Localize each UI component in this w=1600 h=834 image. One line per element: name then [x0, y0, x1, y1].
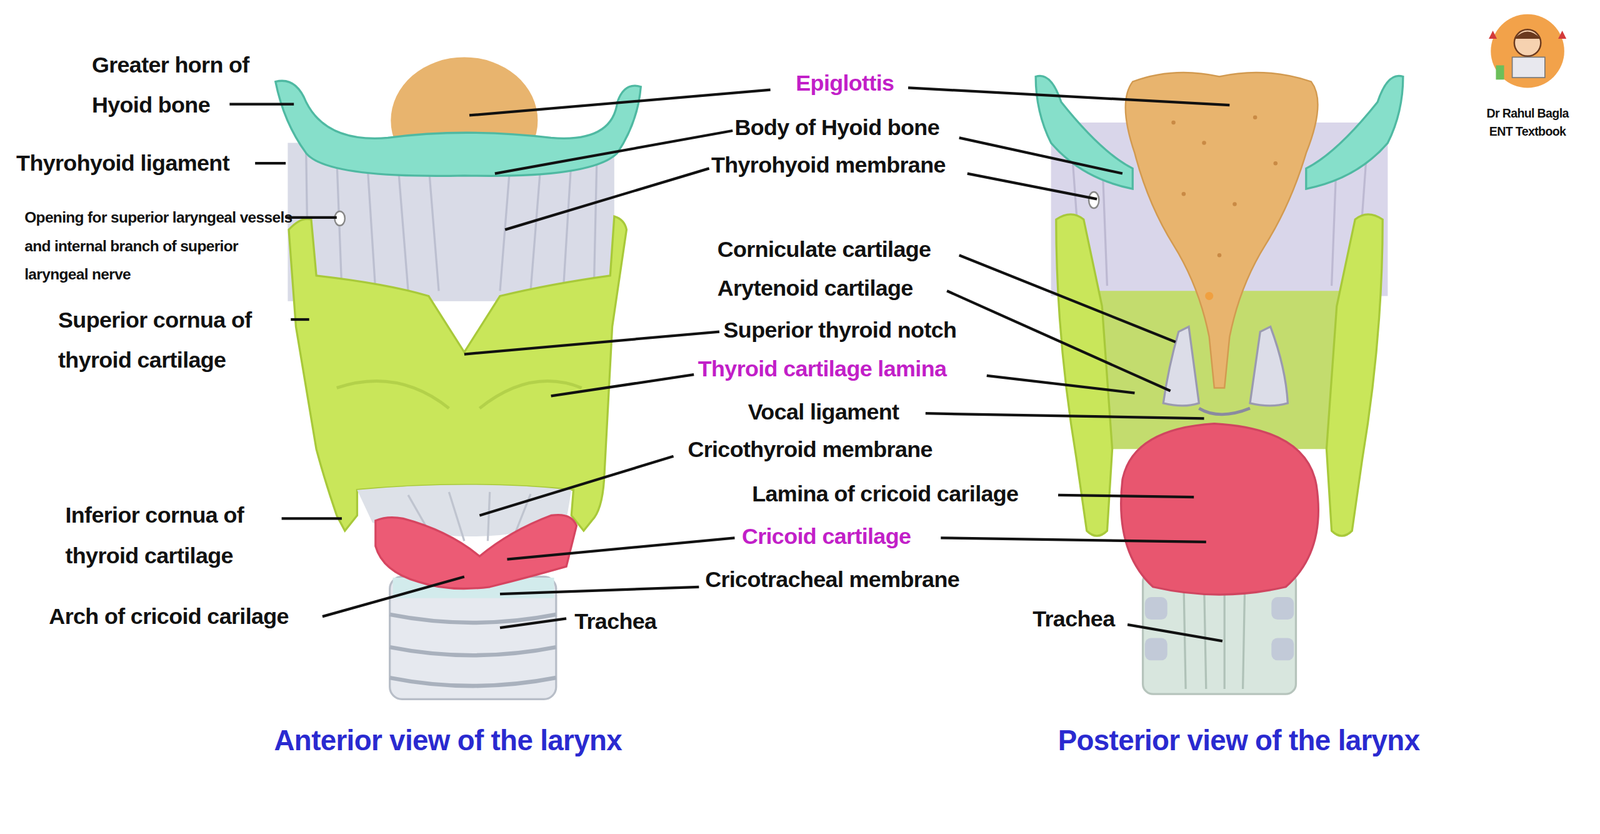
anterior-cricoid-arch	[375, 515, 577, 589]
posterior-epiglottis	[1253, 115, 1258, 120]
posterior-thyroid-cartilage	[1326, 214, 1383, 536]
part-label: Thyrohyoid membrane	[711, 151, 946, 179]
part-label: Thyroid cartilage lamina	[698, 356, 947, 383]
part-label: Superior cornua of thyroid cartilage	[58, 300, 314, 380]
posterior-trachea	[1145, 596, 1168, 620]
part-label: Lamina of cricoid carilage	[751, 480, 1019, 507]
part-label: Cricotracheal membrane	[705, 566, 960, 593]
part-label: Cricoid cartilage	[741, 523, 911, 550]
posterior-epiglottis	[1201, 140, 1207, 145]
anterior-hyoid-bone	[275, 80, 641, 226]
posterior-epiglottis	[1232, 201, 1237, 207]
posterior-thyroid-cartilage	[1056, 214, 1113, 536]
leader-lines	[290, 318, 309, 321]
leader-lines	[959, 137, 1123, 174]
leader-lines	[925, 413, 1205, 419]
leader-lines	[469, 90, 771, 116]
posterior-cricoid-lamina	[1121, 423, 1319, 595]
author-logo	[1514, 31, 1541, 39]
posterior-epiglottis	[1273, 161, 1279, 166]
posterior-trachea	[1145, 637, 1168, 660]
part-label: Trachea	[1032, 606, 1115, 633]
anterior-trachea	[390, 677, 557, 686]
leader-lines	[1127, 624, 1223, 641]
anterior-thyroid-cartilage	[288, 216, 627, 531]
part-label: Trachea	[574, 608, 657, 635]
anterior-trachea	[390, 576, 557, 699]
part-label: Vocal ligament	[748, 398, 900, 425]
leader-lines	[229, 102, 294, 105]
leader-lines	[1058, 495, 1194, 497]
part-label: Superior thyroid notch	[723, 317, 957, 344]
part-label: Opening for superior laryngeal vessels a…	[24, 203, 295, 289]
part-label: Cricothyroid membrane	[687, 436, 932, 464]
author-logo	[1514, 29, 1541, 56]
anterior-trachea	[390, 646, 557, 655]
posterior-arytenoids	[1163, 326, 1288, 414]
view-caption: Anterior view of the larynx	[273, 723, 622, 759]
leader-lines	[285, 216, 337, 219]
author-logo	[1495, 65, 1504, 80]
anterior-trachea	[390, 576, 557, 699]
leader-lines	[322, 576, 465, 617]
view-caption: Posterior view of the larynx	[1058, 723, 1420, 759]
leader-lines	[506, 537, 735, 559]
leader-lines	[986, 375, 1135, 394]
posterior-arytenoids	[1198, 408, 1250, 415]
author-logo	[1490, 14, 1565, 89]
leader-lines	[500, 586, 699, 594]
leader-lines	[551, 374, 695, 396]
part-label: Thyrohyoid ligament	[16, 150, 230, 177]
part-label: Greater horn of Hyoid bone	[91, 45, 281, 125]
author-watermark: Dr Rahul Bagla ENT Textbook	[1476, 104, 1579, 142]
part-label: Inferior cornua of thyroid cartilage	[65, 495, 300, 577]
posterior-hyoid-bone	[1306, 75, 1404, 189]
leader-lines	[940, 537, 1206, 542]
part-label: Arch of cricoid carilage	[48, 603, 289, 630]
leader-lines	[229, 87, 1230, 641]
author-logo	[1488, 14, 1567, 89]
part-label: Corniculate cartilage	[717, 236, 932, 264]
posterior-trachea	[1271, 637, 1294, 660]
posterior-epiglottis	[1125, 72, 1319, 388]
posterior-arytenoids	[1250, 326, 1288, 406]
part-label: Body of Hyoid bone	[735, 114, 940, 141]
leader-lines	[281, 516, 342, 520]
part-label: Epiglottis	[795, 70, 894, 97]
author-logo	[1488, 30, 1567, 39]
leader-lines	[959, 255, 1176, 342]
leader-lines	[500, 618, 567, 628]
anterior-thyroid-cartilage	[288, 216, 627, 531]
leader-lines	[908, 87, 1230, 105]
leader-lines	[946, 290, 1171, 391]
leader-lines	[255, 161, 286, 165]
anterior-cricoid-arch	[375, 515, 577, 589]
posterior-epiglottis	[1171, 120, 1176, 125]
posterior-trachea	[1271, 596, 1294, 620]
posterior-epiglottis	[1205, 291, 1214, 300]
author-logo	[1512, 56, 1545, 78]
leader-lines	[505, 168, 710, 230]
posterior-epiglottis	[1217, 253, 1222, 258]
part-label: Arytenoid cartilage	[717, 275, 914, 302]
leader-lines	[495, 130, 733, 174]
leader-lines	[464, 331, 720, 355]
posterior-epiglottis	[1125, 72, 1319, 388]
anterior-trachea	[390, 614, 557, 623]
anterior-hyoid-bone	[275, 80, 641, 176]
leader-lines	[967, 173, 1097, 200]
leader-lines	[479, 456, 674, 516]
anterior-thyroid-cartilage	[336, 381, 582, 409]
posterior-thyrohyoid-membrane	[1088, 191, 1099, 209]
posterior-epiglottis	[1181, 191, 1187, 197]
posterior-cricoid-lamina	[1121, 423, 1319, 595]
